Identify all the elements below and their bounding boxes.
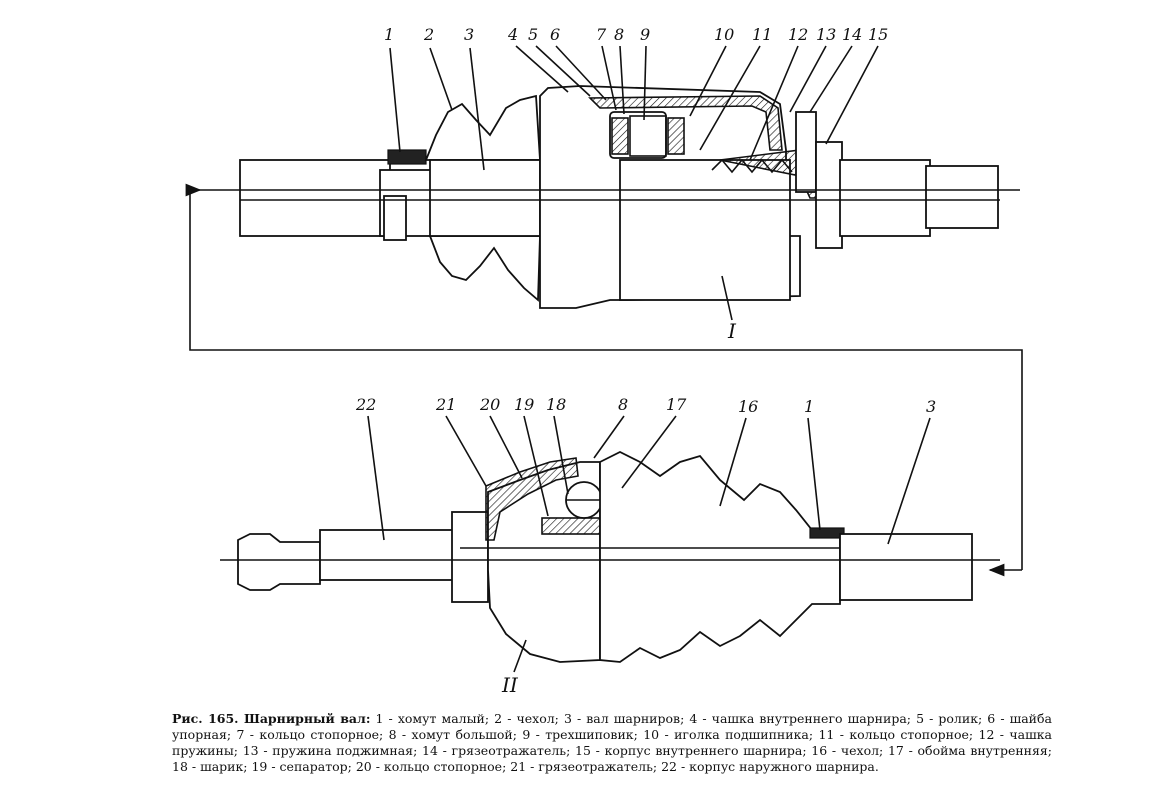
figure-caption: Рис. 165. Шарнирный вал: 1 - хомут малый… <box>172 711 1052 775</box>
callout-8: 8 <box>614 25 624 44</box>
callout-1: 1 <box>384 25 394 44</box>
caption-title: Рис. 165. Шарнирный вал: <box>172 711 371 726</box>
callout-3b: 3 <box>926 397 936 416</box>
callout-1b: 1 <box>804 397 814 416</box>
callout-18: 18 <box>546 395 566 414</box>
callouts-bottom: 22 21 20 19 18 8 17 16 1 3 II <box>355 395 936 697</box>
leader-lines-bottom <box>367 415 931 673</box>
callout-3: 3 <box>464 25 474 44</box>
callout-2: 2 <box>423 25 434 44</box>
callout-5: 5 <box>528 25 538 44</box>
section-label-i: I <box>727 319 737 343</box>
caption-text: 1 - хомут малый; 2 - чехол; 3 - вал шарн… <box>172 711 1052 774</box>
callout-19: 19 <box>514 395 534 414</box>
connection-arrows <box>185 183 1023 577</box>
callout-16: 16 <box>738 397 758 416</box>
callout-4: 4 <box>507 25 518 44</box>
callout-22: 22 <box>355 395 376 414</box>
callout-13: 13 <box>816 25 836 44</box>
top-assembly <box>200 85 1020 309</box>
cv-joint-shaft-drawing: 1 2 3 4 5 6 7 8 9 10 11 12 13 14 15 I 22… <box>185 25 1023 697</box>
callout-20: 20 <box>479 395 500 414</box>
callout-9: 9 <box>640 25 650 44</box>
section-label-ii: II <box>501 673 519 697</box>
callouts-top: 1 2 3 4 5 6 7 8 9 10 11 12 13 14 15 I <box>384 25 888 343</box>
leader-lines-top <box>389 45 879 321</box>
callout-7: 7 <box>596 25 607 44</box>
callout-8b: 8 <box>618 395 628 414</box>
callout-12: 12 <box>788 25 808 44</box>
callout-6: 6 <box>550 25 560 44</box>
bottom-assembly <box>220 450 1000 663</box>
callout-10: 10 <box>714 25 734 44</box>
callout-17: 17 <box>666 395 687 414</box>
callout-14: 14 <box>842 25 862 44</box>
callout-15: 15 <box>868 25 888 44</box>
callout-21: 21 <box>435 395 456 414</box>
callout-11: 11 <box>752 25 772 44</box>
